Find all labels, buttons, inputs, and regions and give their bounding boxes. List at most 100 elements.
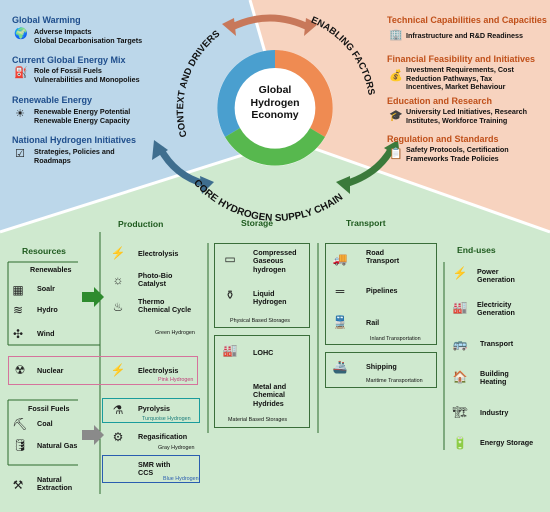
gas-label: Natural Gas bbox=[37, 441, 78, 450]
rail-tanker-icon: 🚆 bbox=[332, 315, 348, 329]
rail-label: Rail bbox=[366, 318, 380, 327]
shipping-label: Shipping bbox=[366, 362, 397, 371]
renewables-label: Renewables bbox=[30, 265, 72, 274]
enabling-item: Infrastructure and R&D Readiness bbox=[406, 31, 524, 40]
resources-title: Resources bbox=[22, 246, 66, 256]
regas-label: Regasification bbox=[138, 432, 188, 441]
compressed-tank-icon: ▭ bbox=[224, 252, 236, 266]
ring-core bbox=[225, 128, 325, 166]
battery-icon: 🔋 bbox=[452, 436, 468, 450]
center-title-line: Global bbox=[258, 84, 292, 96]
mining-icon: ⚒ bbox=[12, 478, 24, 492]
ring-context bbox=[217, 50, 275, 137]
gray-hydrogen-tag: Gray Hydrogen bbox=[158, 445, 195, 451]
maritime-tag: Maritime Transportation bbox=[366, 378, 423, 384]
liquid-tank-icon: ⚱ bbox=[224, 288, 236, 302]
context-title-renewable: Renewable Energy bbox=[12, 95, 93, 105]
pyrolysis-label: Pyrolysis bbox=[138, 404, 170, 413]
electrolyzer-icon: ⚡ bbox=[110, 363, 126, 377]
material-storage-tag: Material Based Storages bbox=[228, 417, 288, 423]
transport-title: Transport bbox=[346, 218, 386, 228]
wind-turbine-icon: ✣ bbox=[12, 327, 24, 341]
document-icon: 📋 bbox=[389, 148, 403, 160]
house-heating-icon: 🏠 bbox=[452, 370, 468, 384]
hydro-label: Hydro bbox=[37, 305, 58, 314]
inland-transport-box bbox=[325, 243, 437, 345]
context-title-energy-mix: Current Global Energy Mix bbox=[12, 55, 126, 65]
center-title-line: Hydrogen bbox=[250, 96, 300, 109]
pipeline-icon: ═ bbox=[335, 284, 345, 298]
electrolysis-label: Electrolysis bbox=[138, 249, 179, 258]
blue-hydrogen-tag: Blue Hydrogen bbox=[163, 476, 199, 482]
power-plant-icon: ⚡ bbox=[452, 266, 468, 280]
truck-icon: 🚚 bbox=[332, 252, 348, 266]
center-title-line: Economy bbox=[251, 109, 299, 121]
buildings-icon: 🏢 bbox=[389, 29, 403, 41]
nuclear-plant-icon: ☢ bbox=[14, 363, 26, 377]
fossil-label: Fossil Fuels bbox=[28, 404, 70, 413]
bus-icon: 🚌 bbox=[452, 337, 468, 351]
storage-title: Storage bbox=[241, 218, 273, 228]
checklist-icon: ☑ bbox=[15, 148, 25, 160]
electrolyzer-icon: ⚡ bbox=[110, 246, 126, 260]
enabling-title-technical: Technical Capabilities and Capacities bbox=[387, 15, 547, 25]
enduse-industry-label: Industry bbox=[480, 408, 509, 417]
factory-icon: 🏗 bbox=[452, 405, 468, 419]
enabling-title-financial: Financial Feasibility and Initiatives bbox=[387, 54, 536, 64]
electrolysis2-label: Electrolysis bbox=[138, 366, 179, 375]
lohc-icon: 🏭 bbox=[222, 343, 238, 357]
enduse-transport-label: Transport bbox=[480, 339, 514, 348]
enabling-context-arrow bbox=[228, 14, 312, 32]
enduse-storage-label: Energy Storage bbox=[480, 438, 534, 447]
thermo-icon: ♨ bbox=[112, 300, 124, 314]
pink-hydrogen-tag: Pink Hydrogen bbox=[158, 377, 194, 383]
enabling-title-regulation: Regulation and Standards bbox=[387, 134, 499, 144]
renewables-icon: ☀ bbox=[15, 108, 25, 120]
green-hydrogen-tag: Green Hydrogen bbox=[155, 330, 195, 336]
wind-label: Wind bbox=[37, 329, 55, 338]
nuclear-label: Nuclear bbox=[37, 366, 64, 375]
coal-icon: ⛏ bbox=[12, 417, 28, 431]
gas-tank-icon: 🛢 bbox=[12, 438, 28, 452]
center-title: Global Hydrogen Economy bbox=[241, 84, 309, 122]
material-storage-box bbox=[214, 335, 310, 428]
production-title: Production bbox=[118, 219, 164, 229]
solar-label: Soalr bbox=[37, 284, 55, 293]
lohc-label: LOHC bbox=[253, 348, 274, 357]
core-enabling-arrow bbox=[343, 146, 396, 188]
coal-label: Coal bbox=[37, 419, 53, 428]
inland-tag: Inland Transportation bbox=[370, 336, 421, 342]
globe-icon: 🌍 bbox=[14, 28, 28, 40]
enduses-title: End-uses bbox=[457, 245, 496, 255]
core-sector bbox=[0, 140, 550, 512]
context-title-national: National Hydrogen Initiatives bbox=[12, 135, 137, 145]
enabling-sector bbox=[250, 0, 550, 232]
electricity-icon: 🏭 bbox=[452, 300, 468, 314]
turquoise-hydrogen-tag: Turquoise Hydrogen bbox=[142, 416, 191, 422]
enabling-title-education: Education and Research bbox=[387, 96, 493, 106]
context-title-warming: Global Warming bbox=[12, 15, 81, 25]
oil-pump-icon: ⛽ bbox=[14, 67, 28, 79]
physical-storage-tag: Physical Based Storages bbox=[230, 318, 290, 324]
graduation-cap-icon: 🎓 bbox=[389, 110, 403, 122]
regasification-icon: ⚙ bbox=[112, 430, 124, 444]
dam-icon: ≋ bbox=[12, 303, 24, 317]
physical-storage-box bbox=[214, 243, 310, 328]
ring-enabling bbox=[275, 50, 333, 137]
